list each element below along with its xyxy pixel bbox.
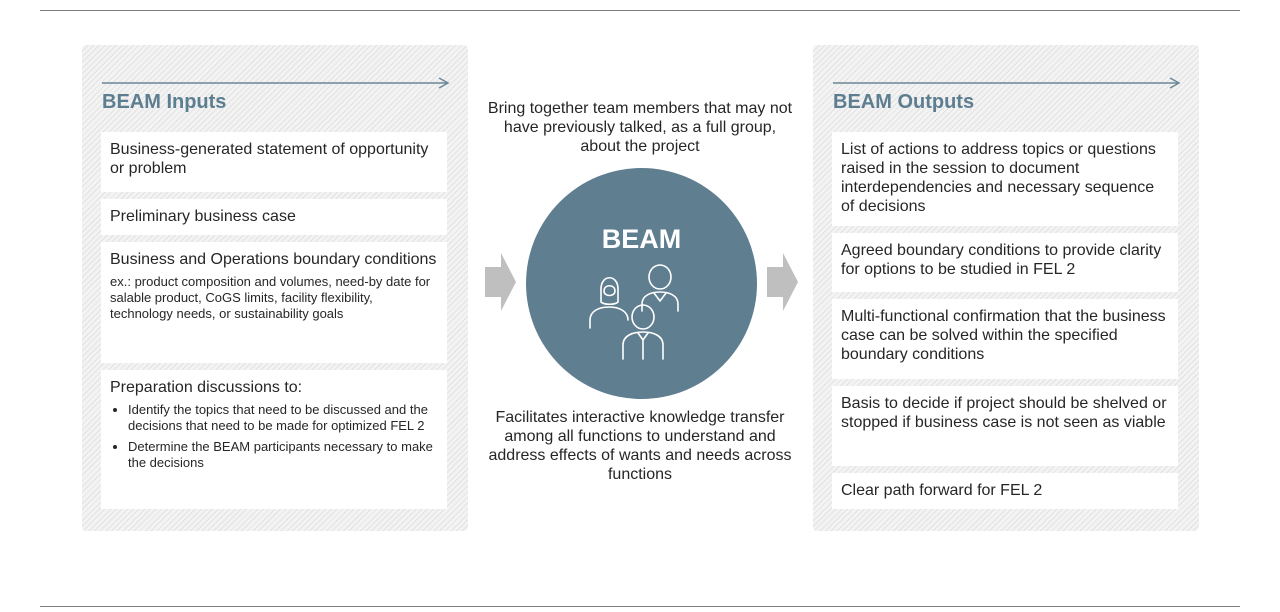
outputs-panel: BEAM Outputs List of actions to address …: [813, 45, 1199, 531]
bottom-rule: [40, 606, 1240, 607]
output-card-confirmation: Multi-functional confirmation that the b…: [832, 299, 1178, 379]
input-card-business-case: Preliminary business case: [101, 199, 447, 235]
preparation-list: Identify the topics that need to be disc…: [110, 402, 438, 471]
input-card-text: Business and Operations boundary conditi…: [110, 251, 437, 268]
right-arrow-icon: [833, 77, 1181, 89]
outputs-title: BEAM Outputs: [833, 91, 975, 113]
output-card-text: Clear path forward for FEL 2: [841, 482, 1043, 499]
input-card-preparation: Preparation discussions to: Identify the…: [101, 370, 447, 509]
beam-circle-label: BEAM: [601, 224, 682, 254]
output-card-boundary: Agreed boundary conditions to provide cl…: [832, 233, 1178, 292]
output-card-path-forward: Clear path forward for FEL 2: [832, 473, 1178, 509]
output-card-basis: Basis to decide if project should be she…: [832, 386, 1178, 466]
input-card-boundary-conditions: Business and Operations boundary conditi…: [101, 242, 447, 363]
output-card-text: Multi-functional confirmation that the b…: [841, 308, 1166, 363]
output-card-actions: List of actions to address topics or que…: [832, 132, 1178, 226]
output-card-text: List of actions to address topics or que…: [841, 141, 1156, 215]
output-card-text: Agreed boundary conditions to provide cl…: [841, 242, 1162, 278]
output-card-text: Basis to decide if project should be she…: [841, 395, 1167, 431]
input-card-text: Preliminary business case: [110, 208, 296, 225]
input-card-text: Business-generated statement of opportun…: [110, 141, 429, 177]
right-arrow-icon: [102, 77, 450, 89]
input-card-statement: Business-generated statement of opportun…: [101, 132, 447, 192]
input-card-subtext: ex.: product composition and volumes, ne…: [110, 274, 431, 321]
chevron-right-icon: [485, 253, 516, 311]
people-group-icon: [589, 264, 679, 360]
top-rule: [40, 10, 1240, 11]
inputs-title: BEAM Inputs: [102, 91, 227, 113]
input-card-text: Preparation discussions to:: [110, 379, 303, 396]
inputs-panel: BEAM Inputs Business-generated statement…: [82, 45, 468, 531]
center-bottom-text: Facilitates interactive knowledge transf…: [488, 409, 792, 483]
center-top-text: Bring together team members that may not…: [487, 100, 793, 155]
preparation-bullet: Determine the BEAM participants necessar…: [128, 439, 438, 471]
preparation-bullet: Identify the topics that need to be disc…: [128, 402, 438, 434]
chevron-right-icon: [767, 253, 798, 311]
beam-circle: BEAM: [526, 168, 757, 399]
